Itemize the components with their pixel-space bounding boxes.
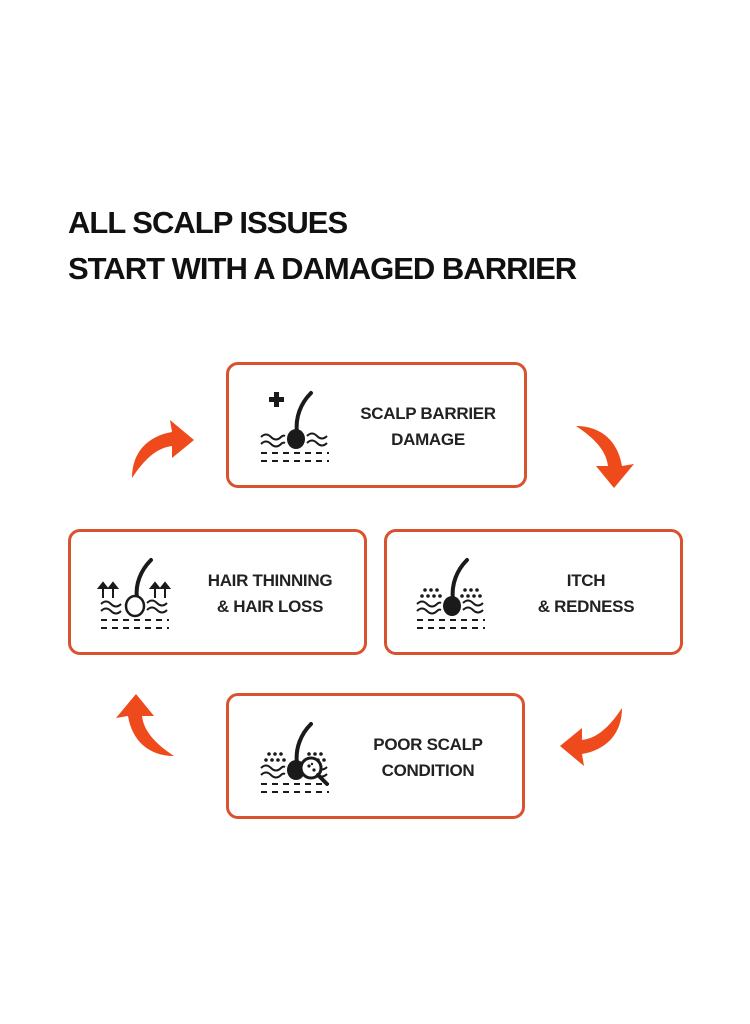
card-itch-redness: ITCH & REDNESS — [384, 529, 683, 655]
card-label-line-1: ITCH — [566, 571, 606, 590]
cycle-arrow-top-right-icon — [576, 426, 634, 488]
hair-follicle-dots-icon — [415, 558, 487, 630]
hair-follicle-magnifier-icon — [259, 722, 331, 794]
card-scalp-barrier-damage: SCALP BARRIER DAMAGE — [226, 362, 527, 488]
card-label-line-1: POOR SCALP — [373, 735, 483, 754]
card-label: HAIR THINNING & HAIR LOSS — [189, 568, 351, 620]
hair-follicle-arrows-icon — [96, 558, 172, 629]
headline: ALL SCALP ISSUES START WITH A DAMAGED BA… — [68, 200, 577, 292]
cycle-arrow-bottom-right-icon — [560, 708, 622, 766]
card-label-line-2: & HAIR LOSS — [216, 597, 324, 616]
card-hair-thinning-hair-loss: HAIR THINNING & HAIR LOSS — [68, 529, 367, 655]
card-label-line-2: CONDITION — [381, 761, 475, 780]
card-label: POOR SCALP CONDITION — [347, 732, 509, 784]
cycle-arrow-top-left-icon — [132, 420, 194, 478]
card-label: ITCH & REDNESS — [505, 568, 667, 620]
cycle-arrow-bottom-left-icon — [116, 694, 174, 756]
headline-line-1: ALL SCALP ISSUES — [68, 205, 348, 240]
card-poor-scalp-condition: POOR SCALP CONDITION — [226, 693, 525, 819]
headline-line-2: START WITH A DAMAGED BARRIER — [68, 251, 577, 286]
card-label-line-1: SCALP BARRIER — [360, 404, 496, 423]
card-label-line-1: HAIR THINNING — [207, 571, 333, 590]
hair-follicle-plus-icon — [259, 391, 331, 463]
card-label-line-2: DAMAGE — [391, 430, 465, 449]
card-label: SCALP BARRIER DAMAGE — [347, 401, 509, 453]
card-label-line-2: & REDNESS — [537, 597, 635, 616]
